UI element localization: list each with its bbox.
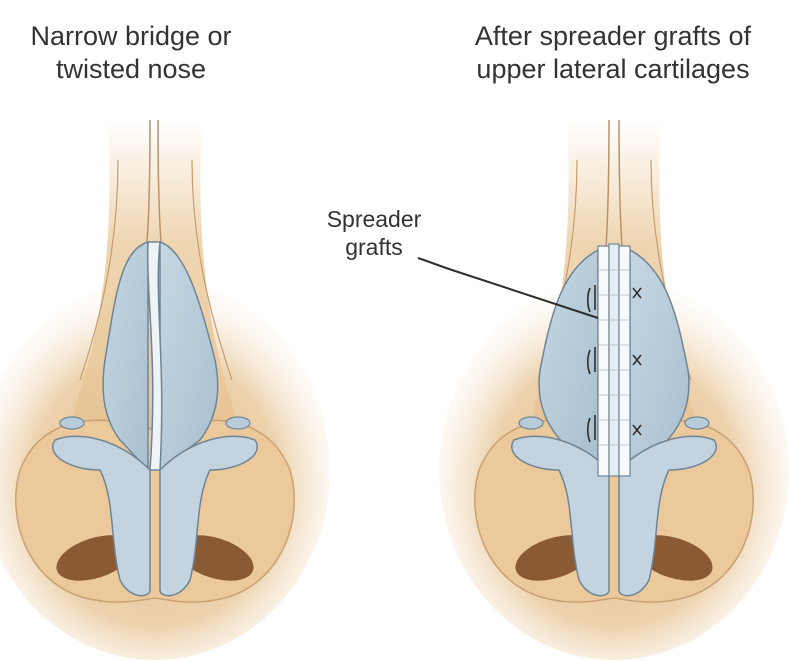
right-lower-cart-l <box>511 435 610 597</box>
callout-line-1: Spreader <box>326 206 422 232</box>
right-sesamoid-l <box>518 416 544 430</box>
left-sesamoid-r <box>225 416 251 430</box>
right-ulc-left <box>538 248 599 472</box>
septum-right <box>608 243 620 477</box>
right-sesamoid-r <box>684 416 710 430</box>
callout-line-2: grafts <box>345 234 403 260</box>
left-sesamoid-l <box>59 416 85 430</box>
right-bridge-line-r <box>618 119 623 249</box>
left-nose <box>0 119 330 660</box>
left-ulc-right <box>159 240 219 472</box>
left-title-line-1: Narrow bridge or <box>30 21 232 51</box>
left-ulc-left <box>102 241 149 472</box>
left-title-line-2: twisted nose <box>55 54 207 84</box>
left-panel-title: Narrow bridge or twisted nose <box>0 20 262 86</box>
right-title-line-1: After spreader grafts of <box>474 21 752 51</box>
right-nose <box>439 119 789 660</box>
spreader-graft-right <box>618 245 631 477</box>
spreader-grafts-label: Spreader grafts <box>304 205 444 261</box>
left-side-line-l <box>79 159 119 381</box>
sutures <box>586 285 642 443</box>
spreader-graft-left <box>597 245 610 477</box>
left-side-line-r <box>191 159 233 381</box>
left-lower-cart-r <box>159 435 258 597</box>
right-ulc-right <box>629 248 690 472</box>
left-lower-cart-l <box>52 435 151 597</box>
right-panel-title: After spreader grafts of upper lateral c… <box>438 20 788 86</box>
right-bridge-line-l <box>605 119 610 249</box>
right-title-line-2: upper lateral cartilages <box>476 54 750 84</box>
callout-leader-line <box>417 257 599 319</box>
right-lower-cart-r <box>618 435 717 597</box>
